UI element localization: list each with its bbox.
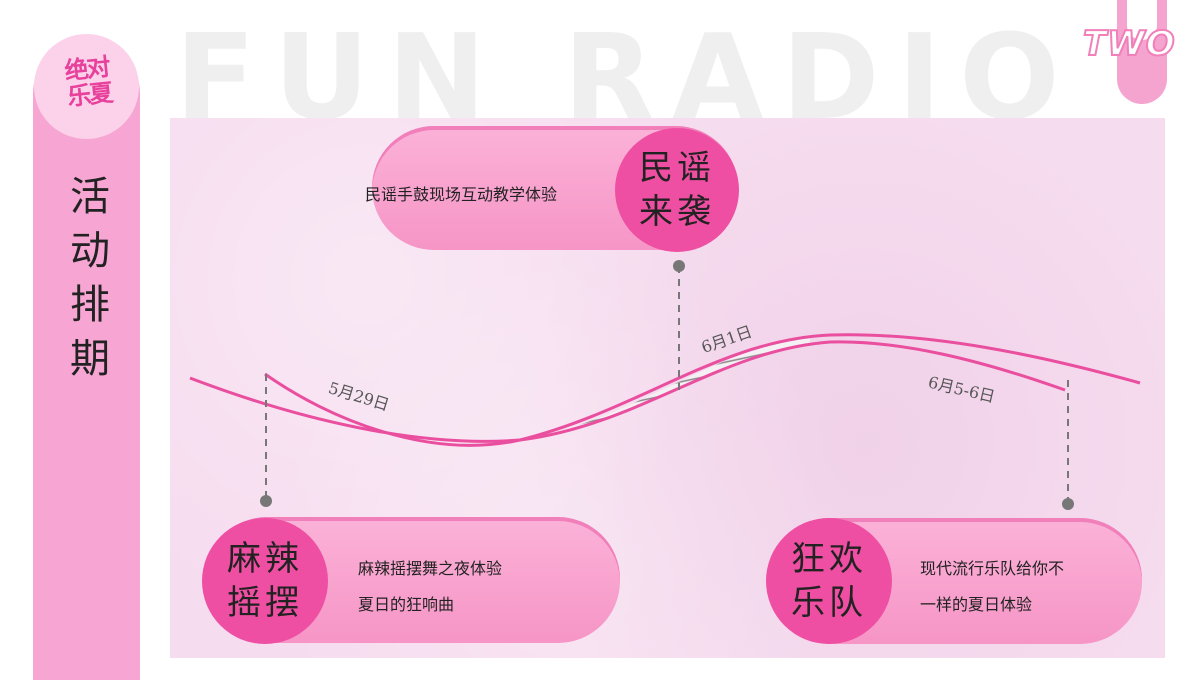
connector-dot-2 xyxy=(260,495,272,507)
event-desc-band-2: 一样的夏日体验 xyxy=(920,595,1033,614)
connector-dot-3 xyxy=(1062,498,1074,510)
section-title-char: 排 xyxy=(70,282,110,328)
event-title-swing-line1: 麻辣 xyxy=(227,539,303,579)
event-title-folk: 民谣 来袭 xyxy=(615,128,739,252)
section-tab-notch xyxy=(1127,0,1157,40)
section-title-char: 期 xyxy=(70,336,110,382)
event-title-folk-line1: 民谣 xyxy=(639,148,715,188)
event-title-swing: 麻辣 摇摆 xyxy=(202,518,328,644)
event-desc-swing-2: 夏日的狂响曲 xyxy=(358,595,455,614)
connector-dot-1 xyxy=(673,260,685,272)
event-title-band-line1: 狂欢 xyxy=(791,539,867,579)
logo-badge xyxy=(34,34,139,139)
event-title-band-line2: 乐队 xyxy=(791,583,867,623)
event-title-swing-line2: 摇摆 xyxy=(227,583,303,623)
event-desc-band-1: 现代流行乐队给你不 xyxy=(920,559,1065,578)
event-desc-folk: 民谣手鼓现场互动教学体验 xyxy=(365,185,558,204)
event-desc-swing-1: 麻辣摇摆舞之夜体验 xyxy=(358,559,503,578)
section-title-char: 活 xyxy=(70,174,110,220)
event-title-band: 狂欢 乐队 xyxy=(766,518,892,644)
section-title: 活动排期 xyxy=(60,170,120,386)
section-title-char: 动 xyxy=(70,228,110,274)
timeline-wave-2 xyxy=(264,333,1141,447)
left-sidebar-bar xyxy=(33,40,140,680)
watermark-text: FUN RADIO xyxy=(175,8,1078,146)
section-number: TWO xyxy=(1082,23,1176,65)
timeline-wave-1 xyxy=(189,340,1066,443)
event-title-folk-line2: 来袭 xyxy=(639,192,715,232)
